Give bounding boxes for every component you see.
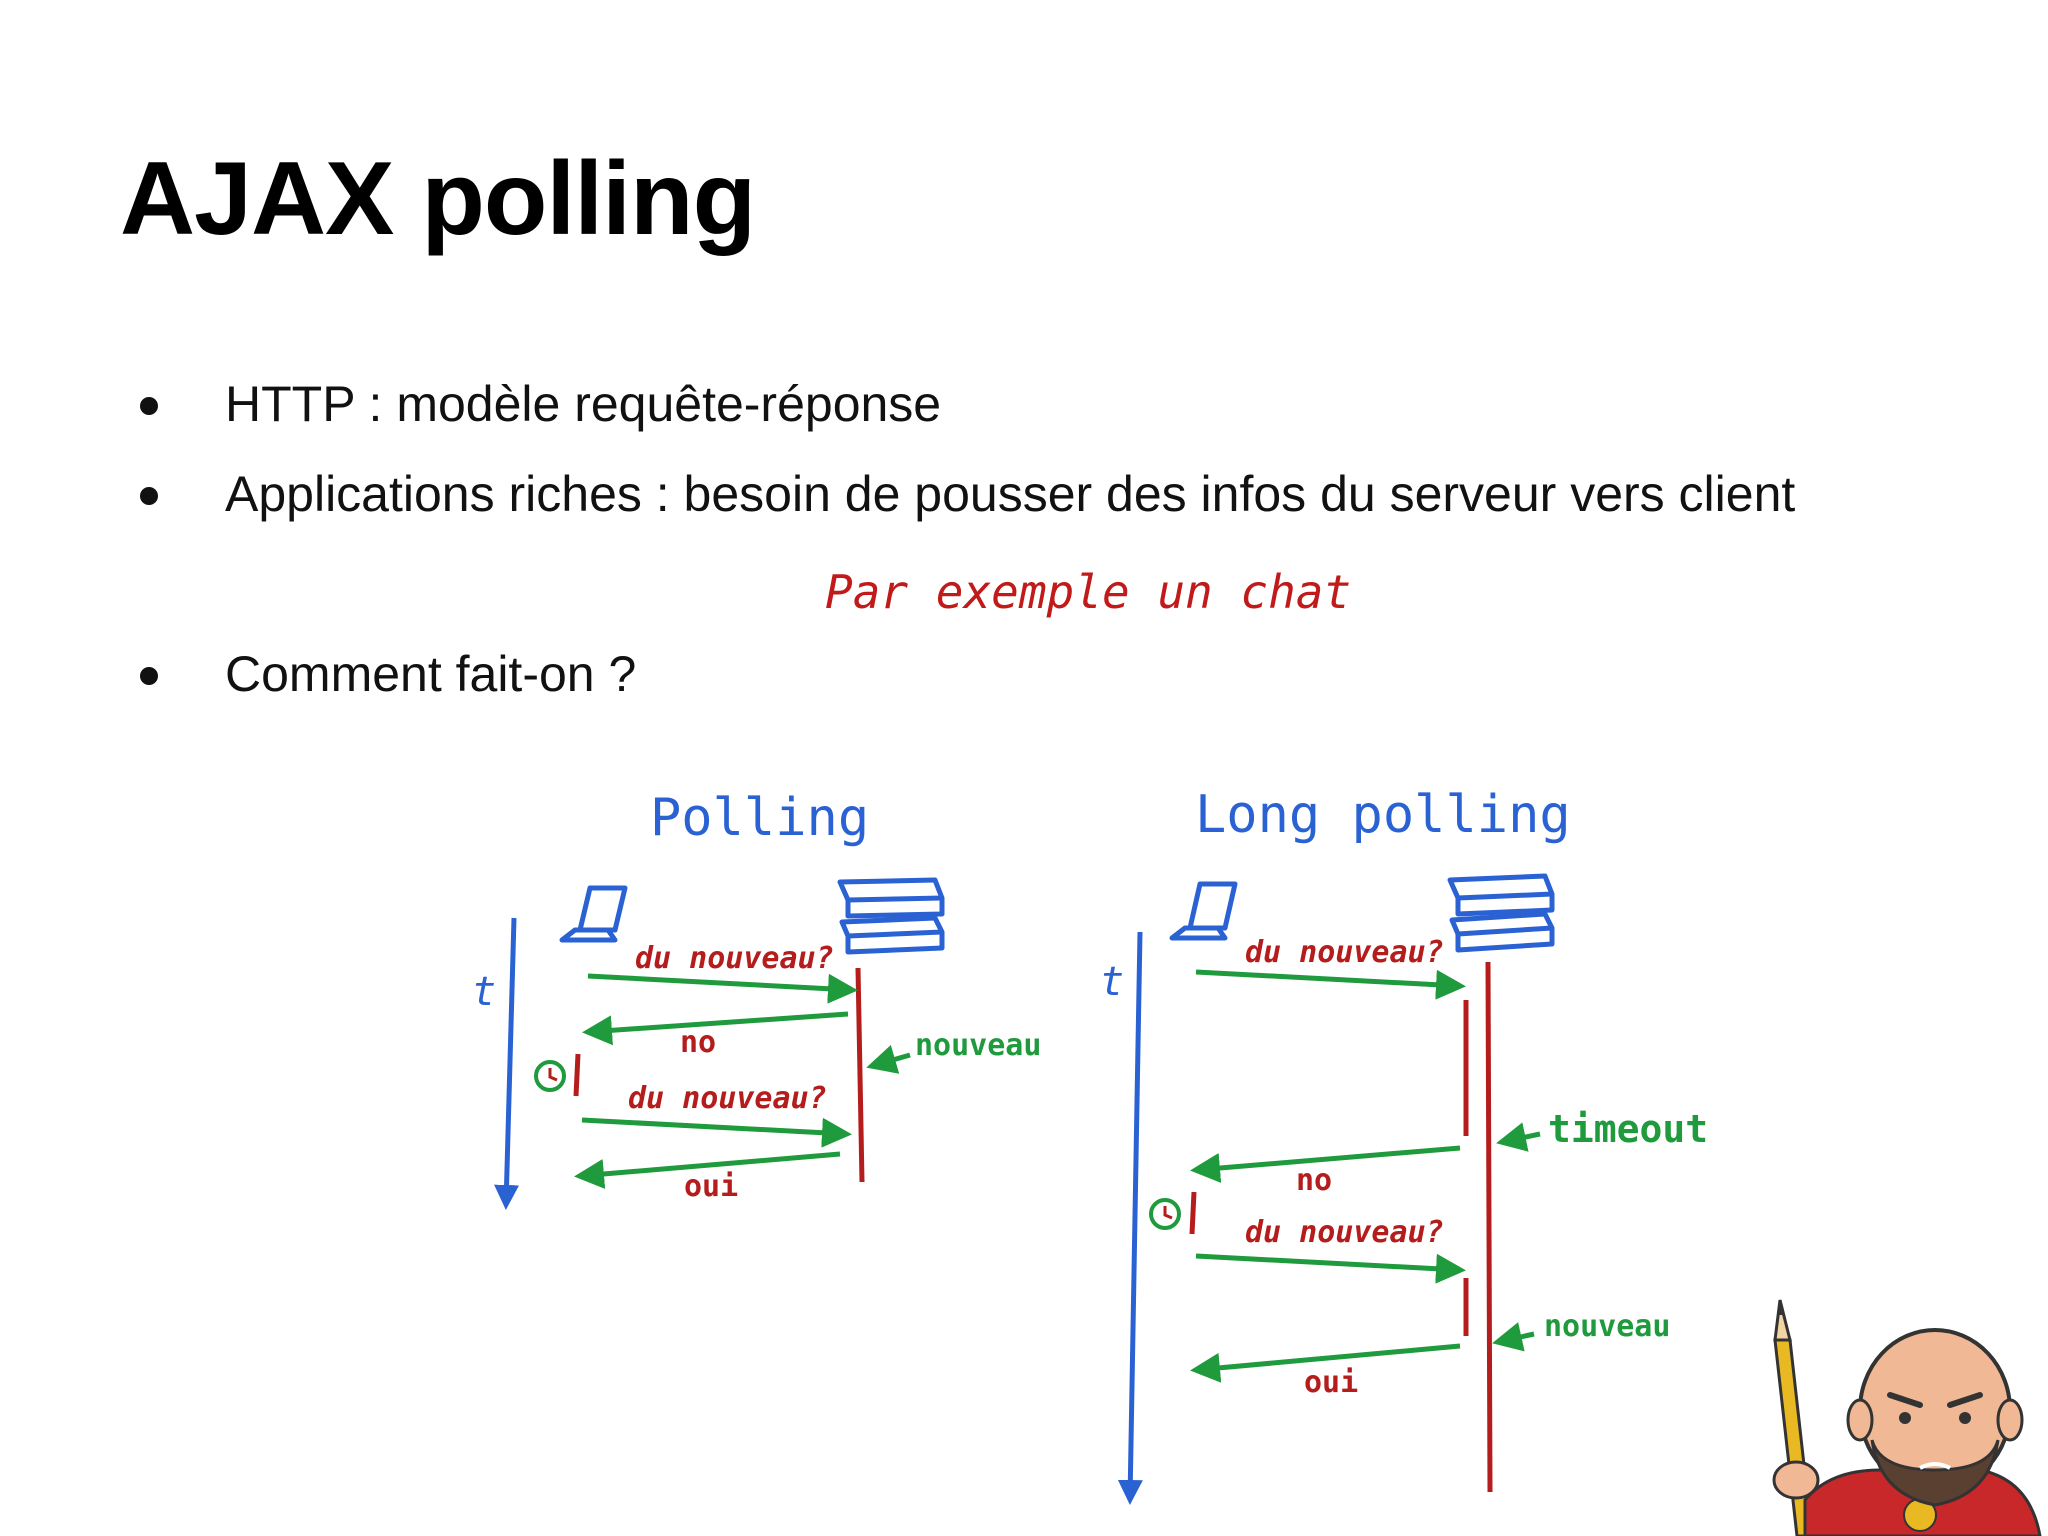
bullet-dot [140,667,158,685]
polling-time-label: t [472,969,496,1015]
polling-request-1-arrow [587,973,858,1004]
polling-response-2-arrow [574,1151,841,1189]
bullet-text: HTTP : modèle requête-réponse [225,376,942,432]
long-polling-request-2-arrow [1195,1253,1466,1284]
long-polling-title: Long polling [1195,785,1571,845]
server-icon [1447,873,1555,953]
polling-response-1-arrow [582,1011,849,1046]
long-polling-server-lifeline [1485,961,1493,1493]
polling-event-label: nouveau [915,1028,1041,1063]
long-polling-time-label: t [1100,959,1124,1005]
polling-title: Polling [650,788,869,848]
long-polling-response-1-label: no [1296,1163,1332,1198]
laptop-icon [1169,881,1238,941]
long-polling-response-2-arrow [1190,1343,1461,1383]
laptop-icon [559,885,628,943]
mascot-illustration [1772,1299,2042,1536]
timeout-label: timeout [1548,1107,1708,1151]
polling-section: Polling t du nouveau? no [472,788,1041,1210]
example-note: Par exemple un chat [825,565,1351,619]
bullet-dot [140,397,158,415]
bullet-dot [140,487,158,505]
bullet-text: Applications riches : besoin de pousser … [225,466,1796,522]
polling-request-2-arrow [581,1117,852,1148]
long-polling-response-1-arrow [1190,1145,1461,1183]
polling-response-1-label: no [680,1025,716,1060]
polling-request-2-label: du nouveau? [628,1081,827,1116]
long-polling-time-axis [1117,931,1143,1505]
long-polling-request-1-label: du nouveau? [1245,935,1444,970]
timeout-arrow [1496,1122,1541,1152]
long-polling-request-1-arrow [1195,969,1466,1000]
bullet-text: Comment fait-on ? [225,646,637,702]
polling-response-2-label: oui [684,1169,738,1204]
server-icon [837,877,945,955]
clock-icon [1149,1191,1197,1235]
slide-title: AJAX polling [120,141,756,257]
polling-event-arrow [866,1044,911,1074]
long-polling-request-2-label: du nouveau? [1245,1215,1444,1250]
polling-time-axis [494,917,520,1210]
long-polling-response-2-label: oui [1304,1365,1358,1400]
clock-icon [534,1053,581,1097]
long-polling-event-label: nouveau [1544,1309,1670,1344]
long-polling-section: Long polling t du nouveau? [1100,785,1708,1505]
polling-request-1-label: du nouveau? [635,941,834,976]
long-polling-event-arrow [1492,1322,1535,1352]
polling-server-lifeline [855,967,865,1183]
